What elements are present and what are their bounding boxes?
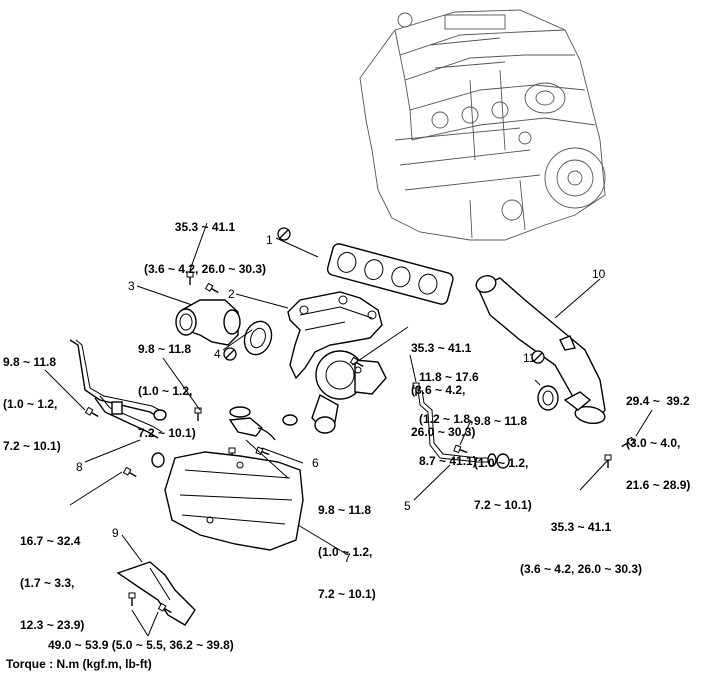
torque-label: 35.3 ~ 41.1 (3.6 ~ 4.2, 26.0 ~ 30.3) [411, 313, 475, 453]
torque-value: (3.6 ~ 4.2, 26.0 ~ 30.3) [143, 262, 267, 276]
torque-label: 11.8 ~ 17.6 (1.2 ~ 1.8, 8.7 ~ 41.1) [419, 342, 479, 482]
coolant-pipes [69, 339, 167, 468]
oil-feed-pipe [417, 389, 510, 469]
elbow-gasket [243, 320, 273, 356]
part-number: 1 [266, 233, 273, 247]
torque-value: (3.0 ~ 4.0, [626, 436, 681, 450]
torque-value: (3.6 ~ 4.2, 26.0 ~ 30.3) [519, 562, 643, 576]
torque-label: 9.8 ~ 11.8 (1.0 ~ 1.2, 7.2 ~ 10.1) [138, 314, 196, 454]
torque-value: 7.2 ~ 10.1) [318, 587, 376, 601]
pipe-gasket [537, 385, 559, 411]
torque-label: 49.0 ~ 53.9 (5.0 ~ 5.5, 36.2 ~ 39.8) [48, 638, 234, 652]
torque-value: 11.8 ~ 17.6 [419, 370, 479, 384]
torque-value: 9.8 ~ 11.8 [318, 503, 372, 517]
oil-pipe-flange [228, 406, 298, 441]
torque-value: (1.2 ~ 1.8, [419, 412, 474, 426]
torque-value: (1.0 ~ 1.2, [474, 456, 529, 470]
torque-value: 7.2 ~ 10.1) [3, 439, 61, 453]
torque-unit-note: Torque : N.m (kgf.m, lb-ft) [6, 657, 152, 671]
torque-value: (1.0 ~ 1.2, [318, 545, 373, 559]
torque-value: 9.8 ~ 11.8 [138, 342, 192, 356]
part-number: 11 [523, 351, 536, 365]
part-number: 2 [228, 287, 235, 301]
part-number: 7 [344, 551, 351, 565]
do-not-reuse-icon [223, 347, 237, 361]
manifold-gasket [326, 243, 454, 305]
torque-value: (1.0 ~ 1.2, [138, 384, 193, 398]
part-number: 4 [214, 347, 221, 361]
torque-value: 35.3 ~ 41.1 [411, 341, 472, 355]
torque-label: 9.8 ~ 11.8 (1.0 ~ 1.2, 7.2 ~ 10.1) [3, 327, 61, 467]
part-number: 6 [312, 456, 319, 470]
torque-label: 9.8 ~ 11.8 (1.0 ~ 1.2, 7.2 ~ 10.1) [318, 475, 376, 615]
torque-value: 12.3 ~ 23.9) [20, 618, 85, 632]
torque-value: 26.0 ~ 30.3) [411, 425, 476, 439]
support-bracket [116, 561, 196, 626]
part-number: 10 [592, 267, 606, 281]
part-number: 3 [128, 279, 135, 293]
turbocharger [311, 350, 387, 434]
leader-lines [44, 222, 653, 637]
torque-value: 9.8 ~ 11.8 [474, 414, 528, 428]
turbo-outlet-elbow [175, 299, 241, 346]
torque-label: 35.3 ~ 41.1 (3.6 ~ 4.2, 26.0 ~ 30.3) [496, 492, 666, 590]
engine-illustration [359, 9, 606, 241]
torque-label: 16.7 ~ 32.4 (1.7 ~ 3.3, 12.3 ~ 23.9) [20, 506, 84, 646]
torque-label: 29.4 ~ 39.2 (3.0 ~ 4.0, 21.6 ~ 28.9) [626, 366, 690, 506]
part-number: 8 [76, 460, 83, 474]
torque-value: 7.2 ~ 10.1) [474, 498, 532, 512]
torque-value: 35.3 ~ 41.1 [550, 520, 612, 534]
torque-label: 9.8 ~ 11.8 (1.0 ~ 1.2, 7.2 ~ 10.1) [474, 386, 532, 526]
torque-value: 29.4 ~ 39.2 [626, 394, 690, 408]
heat-protector [164, 451, 304, 551]
torque-value: 9.8 ~ 11.8 [3, 355, 57, 369]
torque-label: 35.3 ~ 41.1 (3.6 ~ 4.2, 26.0 ~ 30.3) [120, 192, 290, 290]
catalytic-converter-pipe [475, 275, 606, 424]
torque-value: 8.7 ~ 41.1) [419, 454, 477, 468]
torque-value: (1.0 ~ 1.2, [3, 397, 58, 411]
torque-value: 7.2 ~ 10.1) [138, 426, 196, 440]
torque-value: 16.7 ~ 32.4 [20, 534, 81, 548]
torque-value: (3.6 ~ 4.2, [411, 383, 466, 397]
torque-value: 21.6 ~ 28.9) [626, 478, 691, 492]
torque-value: (1.7 ~ 3.3, [20, 576, 75, 590]
part-number: 9 [112, 526, 119, 540]
part-number: 5 [404, 499, 411, 513]
exhaust-manifold [287, 291, 383, 380]
torque-value: 35.3 ~ 41.1 [174, 220, 236, 234]
